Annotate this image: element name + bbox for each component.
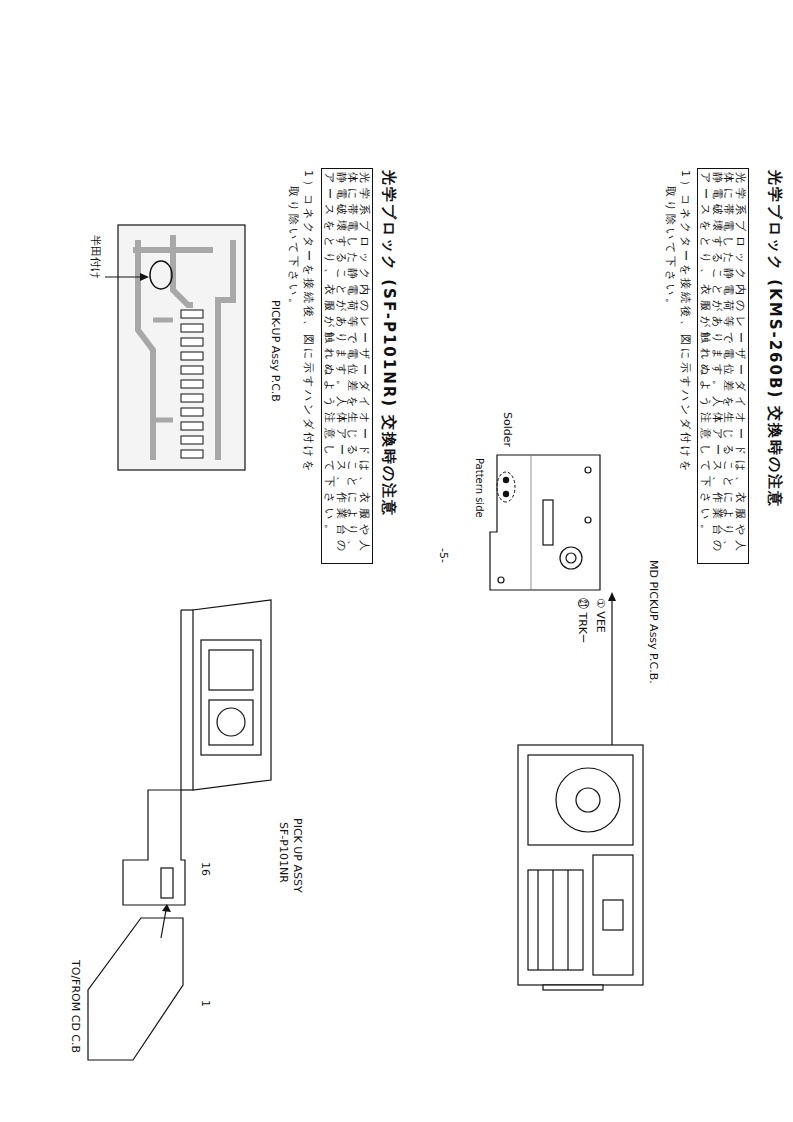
pin-label: ㉑ TRK－ <box>575 598 588 643</box>
pin-number: 1 <box>198 1000 211 1007</box>
md-pickup-board <box>490 455 600 590</box>
pin-label: ① VEE <box>593 598 606 633</box>
part-label: 半田付け <box>88 235 101 279</box>
part-label: MD PICKUP Assy P.C.B. <box>646 560 659 684</box>
part-label: TO/FROM CD C.B <box>68 960 81 1053</box>
pickup-assy-drawing <box>123 600 271 905</box>
part-label: SF-P101NR <box>276 822 289 883</box>
part-label: PICK-UP Assy P.C.B <box>268 300 281 402</box>
warning-text: 光学系ブロック内のレーザーダイオードは、衣服や人体に帯電した静電荷等で電位差を生… <box>324 172 370 560</box>
warning-text: 光学系ブロック内のレーザーダイオードは、衣服や人体に帯電した静電荷等で電位差を生… <box>700 172 746 560</box>
part-label: Pattern side <box>474 458 486 518</box>
md-pickup-mechanism <box>518 745 643 990</box>
section-heading: 光学ブロック (KMS-260B) 交換時の注意 <box>766 170 783 508</box>
flex-cable <box>88 904 183 1060</box>
pickup-pcb-pattern <box>105 225 245 470</box>
part-label: Solder <box>500 412 513 447</box>
insert-arrow <box>608 592 616 745</box>
warning-box: 光学系ブロック内のレーザーダイオードは、衣服や人体に帯電した静電荷等で電位差を生… <box>697 168 749 564</box>
step-note: 1）コネクターを接続後、図に示すハンダ付けを取り除いて下さい。 <box>663 170 693 480</box>
part-label: PICK UP ASSY <box>290 818 303 893</box>
section-heading: 光学ブロック (SF-P101NR) 交換時の注意 <box>380 170 397 517</box>
solder-point <box>497 472 515 502</box>
page-number: -5- <box>436 548 449 563</box>
pin-number: 16 <box>198 862 211 876</box>
warning-box: 光学系ブロック内のレーザーダイオードは、衣服や人体に帯電した静電荷等で電位差を生… <box>321 168 373 564</box>
step-note: 1）コネクターを接続後、図に示すハンダ付けを取り除いて下さい。 <box>286 170 316 480</box>
